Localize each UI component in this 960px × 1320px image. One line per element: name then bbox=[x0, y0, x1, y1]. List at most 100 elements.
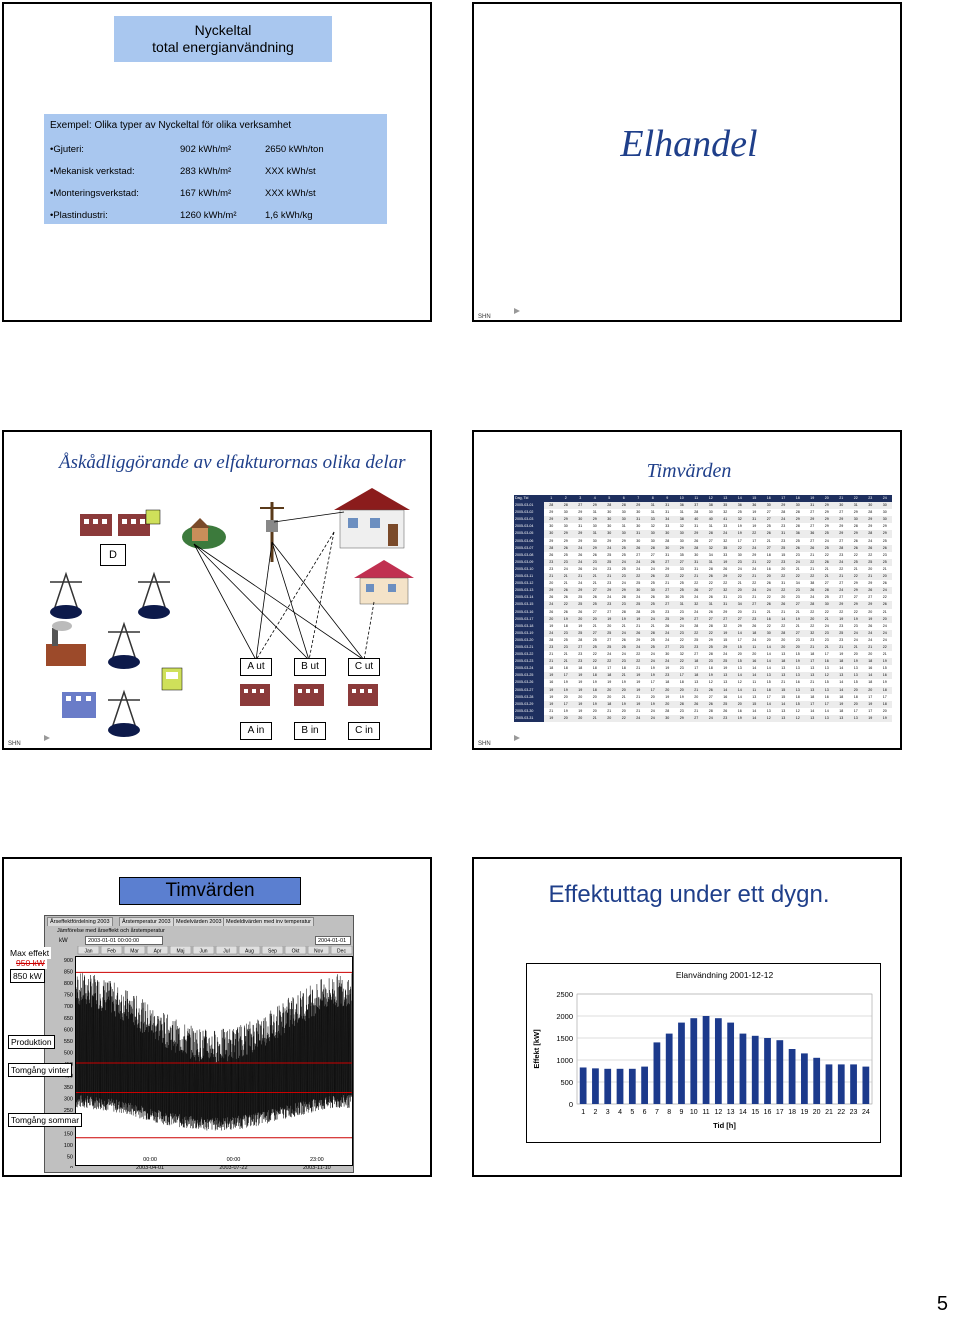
table-cell: 30 bbox=[645, 530, 660, 538]
table-cell: 27 bbox=[863, 594, 878, 602]
table-cell: 14 bbox=[761, 700, 776, 708]
table-cell: 17 bbox=[689, 665, 704, 673]
table-cell: 19 bbox=[631, 679, 646, 687]
table-cell: 31 bbox=[587, 509, 602, 517]
bar bbox=[751, 1035, 759, 1104]
table-cell: 19 bbox=[848, 658, 863, 666]
table-cell: 14 bbox=[732, 672, 747, 680]
table-cell: 31 bbox=[689, 523, 704, 531]
table-cell: 29 bbox=[558, 516, 573, 524]
table-cell: 19 bbox=[573, 700, 588, 708]
table-date-cell: 2005-03-14 bbox=[514, 594, 544, 602]
table-cell: 21 bbox=[819, 615, 834, 623]
table-cell: 30 bbox=[631, 537, 646, 545]
y-tick-label: 100 bbox=[64, 1143, 73, 1149]
x-tick-label: 23 bbox=[850, 1109, 858, 1116]
table-cell: 13 bbox=[790, 665, 805, 673]
tab-medeldivarden[interactable]: Medeldivärden med inv temperatur bbox=[223, 917, 314, 926]
table-cell: 14 bbox=[819, 707, 834, 715]
table-cell: 31 bbox=[660, 509, 675, 517]
table-cell: 29 bbox=[587, 544, 602, 552]
table-cell: 31 bbox=[660, 551, 675, 559]
table-cell: 27 bbox=[834, 537, 849, 545]
table-cell: 29 bbox=[848, 530, 863, 538]
month-label: Jan bbox=[84, 949, 92, 955]
x-tick-time: 00:00 bbox=[143, 1157, 157, 1163]
table-cell: 36 bbox=[674, 502, 689, 510]
tab-arstemperatur[interactable]: Årstemperatur 2003 bbox=[119, 917, 174, 926]
table-cell: 14 bbox=[747, 672, 762, 680]
table-cell: 29 bbox=[819, 516, 834, 524]
table-cell: 19 bbox=[790, 658, 805, 666]
table-cell: 23 bbox=[616, 573, 631, 581]
table-cell: 35 bbox=[718, 502, 733, 510]
table-cell: 24 bbox=[645, 707, 660, 715]
table-cell: 21 bbox=[544, 707, 559, 715]
table-cell: 30 bbox=[703, 509, 718, 517]
table-cell: 26 bbox=[877, 580, 892, 588]
table-cell: 18 bbox=[834, 707, 849, 715]
table-cell: 24 bbox=[573, 558, 588, 566]
table-cell: 19 bbox=[660, 693, 675, 701]
table-cell: 21 bbox=[805, 551, 820, 559]
table-cell: 16 bbox=[819, 693, 834, 701]
table-date-cell: 2005-03-06 bbox=[514, 537, 544, 545]
table-cell: 28 bbox=[645, 629, 660, 637]
example-row: •Plastindustri: 1260 kWh/m² 1,6 kWh/kg bbox=[50, 210, 380, 224]
table-cell: 36 bbox=[805, 530, 820, 538]
date-to-field[interactable]: 2004-01-01 00:00:00 bbox=[315, 936, 351, 945]
table-cell: 23 bbox=[747, 615, 762, 623]
table-cell: 22 bbox=[834, 565, 849, 574]
table-cell: 18 bbox=[805, 693, 820, 701]
table-cell: 31 bbox=[631, 530, 646, 538]
table-cell: 22 bbox=[674, 636, 689, 644]
table-cell: 21 bbox=[587, 714, 602, 722]
y-tick-label: 350 bbox=[64, 1085, 73, 1091]
bar bbox=[702, 1016, 710, 1104]
month-label: Aug bbox=[245, 949, 254, 955]
table-cell: 27 bbox=[587, 629, 602, 637]
table-cell: 30 bbox=[558, 509, 573, 517]
table-cell: 31 bbox=[805, 502, 820, 510]
table-cell: 13 bbox=[776, 665, 791, 673]
table-cell: 15 bbox=[776, 693, 791, 701]
slide-title: Elhandel bbox=[620, 123, 758, 165]
tab-medelvarden[interactable]: Medelvärden 2003 bbox=[173, 917, 225, 926]
table-cell: 22 bbox=[805, 558, 820, 566]
table-cell: 29 bbox=[863, 516, 878, 524]
bar bbox=[628, 1068, 636, 1104]
table-cell: 21 bbox=[616, 622, 631, 630]
label-d: D bbox=[100, 544, 126, 566]
table-cell: 24 bbox=[660, 636, 675, 644]
month-button bbox=[307, 946, 330, 955]
table-cell: 19 bbox=[834, 615, 849, 623]
table-cell: 18 bbox=[863, 658, 878, 666]
table-cell: 18 bbox=[558, 665, 573, 673]
slide-timvarden-graph: Timvärden Årseffektfördelning 2003 Årste… bbox=[2, 857, 432, 1177]
table-cell: 27 bbox=[732, 615, 747, 623]
table-cell: 27 bbox=[703, 587, 718, 595]
table-cell: 29 bbox=[747, 551, 762, 559]
table-cell: 29 bbox=[848, 580, 863, 588]
y-tick-label: 600 bbox=[64, 1027, 73, 1033]
table-cell: 19 bbox=[645, 672, 660, 680]
table-cell: 28 bbox=[544, 636, 559, 644]
table-header-cell: 21 bbox=[834, 495, 849, 503]
table-header-cell: 14 bbox=[732, 495, 747, 503]
date-from-field[interactable]: 2003-01-01 00:00:00 bbox=[85, 936, 163, 945]
table-cell: 20 bbox=[776, 643, 791, 652]
table-cell: 28 bbox=[616, 608, 631, 616]
table-cell: 27 bbox=[747, 601, 762, 609]
table-cell: 22 bbox=[761, 622, 776, 630]
table-cell: 30 bbox=[602, 509, 617, 517]
table-cell: 20 bbox=[863, 686, 878, 694]
x-tick-date: 2003-11-10 bbox=[303, 1165, 331, 1171]
bar bbox=[641, 1066, 648, 1104]
tab-arseffekt[interactable]: Årseffektfördelning 2003 bbox=[47, 917, 113, 926]
table-cell: 15 bbox=[747, 700, 762, 708]
table-cell: 25 bbox=[616, 551, 631, 559]
